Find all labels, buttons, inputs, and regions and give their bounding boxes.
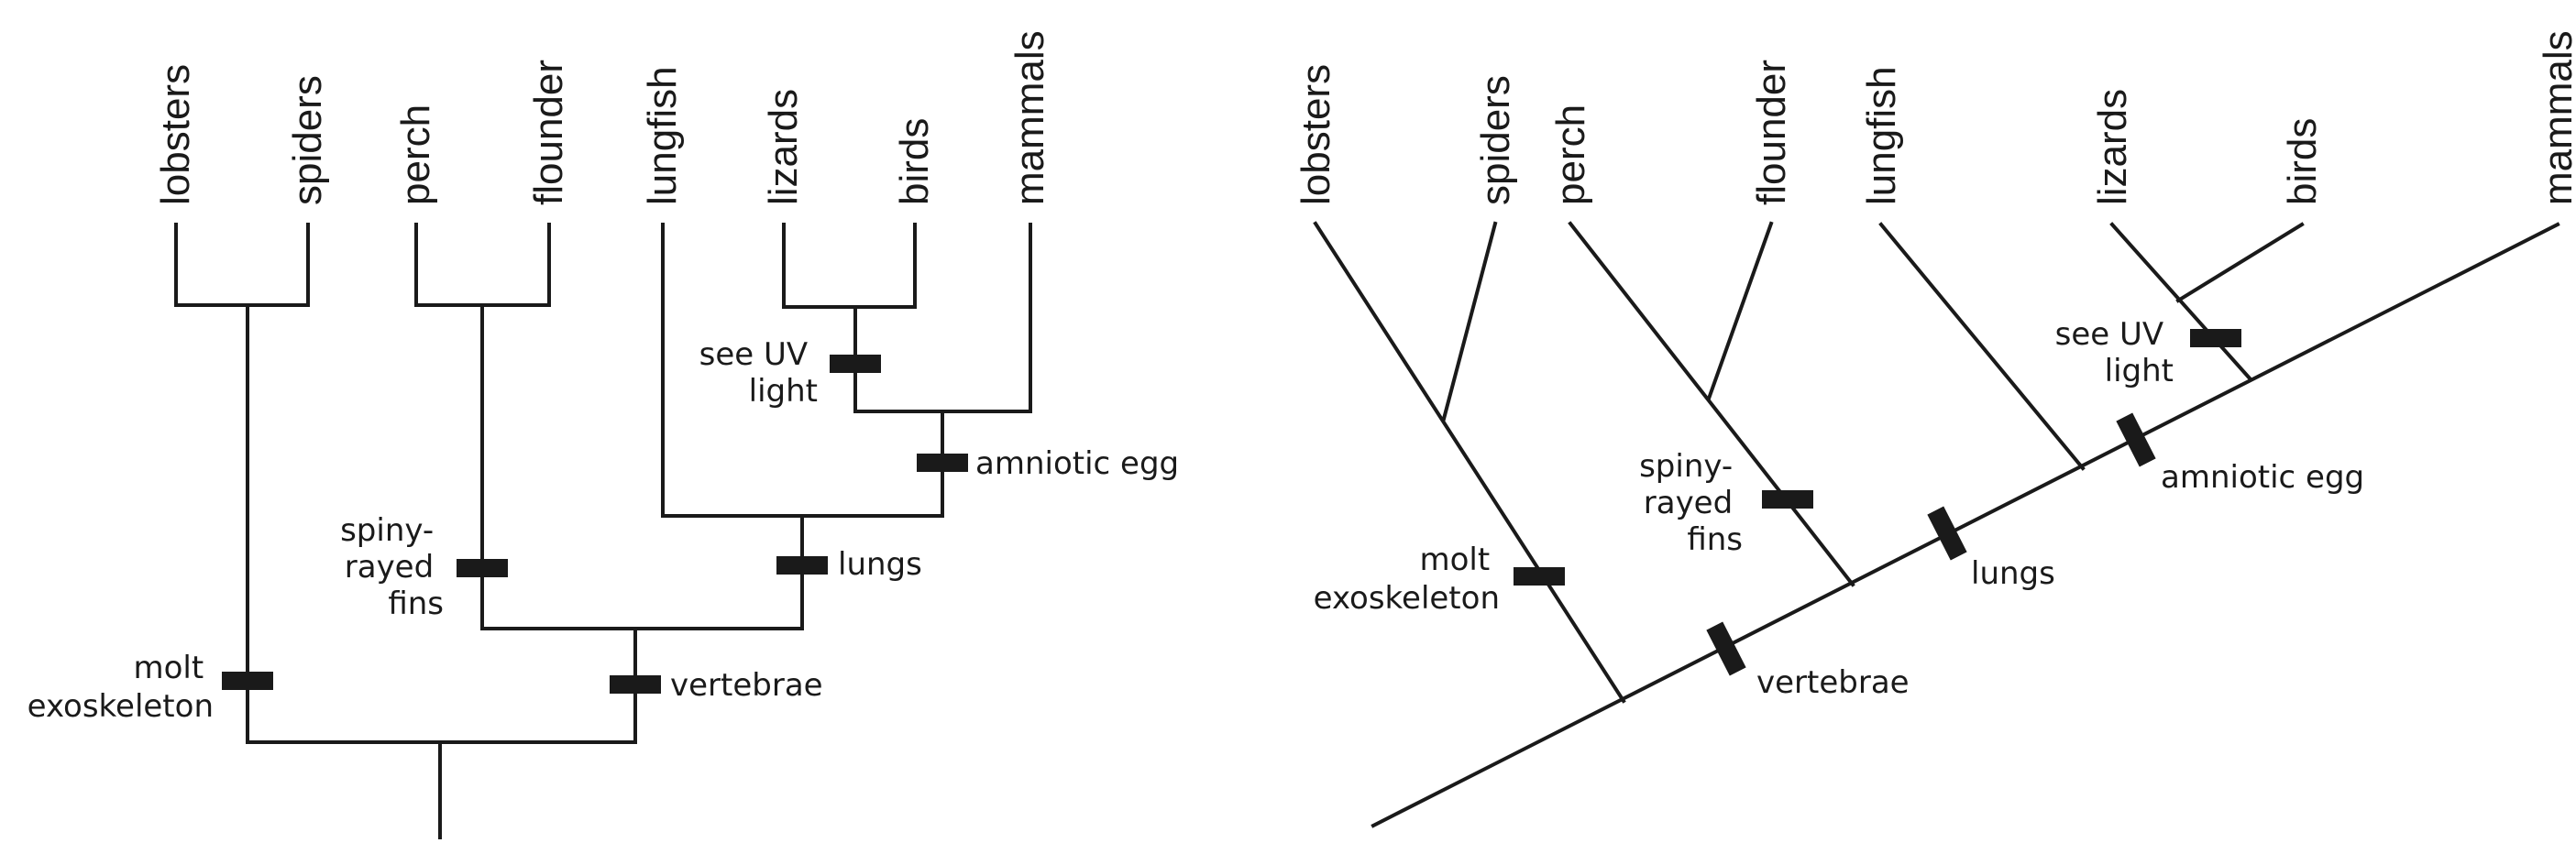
trait-label-molt-exoskeleton: molt exoskeleton [28,650,214,725]
taxon-label-birds: birds [2280,118,2325,205]
branch-uv-mammals [853,223,1032,413]
branch-spiders [1441,221,1498,422]
branch-lobsters-spiders [174,223,310,307]
trait-label-line: spiny- [340,512,434,549]
trait-label-line: rayed [345,549,434,586]
trait-label-line: molt [1419,542,1490,578]
diagonal-cladogram: lobsters spiders perch flounder lungfish… [1294,30,2576,828]
trait-bar-lungs [776,556,828,575]
trait-label-line: molt [133,650,204,686]
branch-birds [2175,222,2305,303]
trait-label-vertebrae: vertebrae [670,667,823,704]
trait-label-line: exoskeleton [28,688,214,725]
rectangular-cladogram: lobsters spiders perch flounder lungfish… [28,30,1179,839]
taxon-label-lobsters: lobsters [1294,64,1338,205]
taxon-label-lungfish: lungfish [1859,66,1904,205]
trait-bar-spiny-rayed-fins [1762,490,1813,509]
trait-label-amniotic-egg: amniotic egg [975,445,1179,482]
trait-label-lungs: lungs [1971,555,2055,592]
branch-lizards-birds [782,223,917,309]
trait-label-see-uv-light: see UV light [2055,316,2174,389]
taxon-label-spiders: spiders [1473,75,1518,205]
branch-lizards [2109,222,2253,382]
trait-label-molt-exoskeleton: molt exoskeleton [1314,542,1500,617]
taxon-label-mammals: mammals [1007,30,1052,205]
branch-lungfish-amniotes [661,223,944,518]
trait-label-line: spiny- [1639,448,1733,485]
taxon-label-mammals: mammals [2536,30,2576,205]
trait-label-see-uv-light: see UV light [699,336,818,410]
trait-bar-vertebrae [1706,621,1746,676]
trait-bar-molt-exoskeleton [1514,567,1565,586]
taxon-label-lizards: lizards [2090,89,2135,205]
trait-bar-amniotic-egg [2116,412,2156,467]
trait-label-spiny-rayed-fins: spiny- rayed fins [1639,448,1743,558]
taxon-label-lobsters: lobsters [153,64,198,205]
taxon-label-perch: perch [1548,104,1593,205]
branch-flounder [1706,221,1774,401]
trait-label-lungs: lungs [838,546,922,583]
trait-label-line: see UV [2055,316,2164,353]
trait-label-spiny-rayed-fins: spiny- rayed fins [340,512,444,622]
branch-main-diagonal [1371,222,2560,828]
trait-label-line: exoskeleton [1314,580,1500,617]
branch-lobsters [1313,221,1626,704]
taxon-label-spiders: spiders [285,75,330,205]
taxon-label-perch: perch [393,104,438,205]
trait-label-line: light [2105,353,2174,389]
taxon-label-lizards: lizards [761,89,806,205]
trait-label-line: light [749,373,818,410]
trait-bar-vertebrae [610,675,661,694]
trait-bar-lungs [1927,506,1967,561]
trait-label-amniotic-egg: amniotic egg [2161,459,2364,496]
trait-label-line: rayed [1644,485,1733,521]
trait-bar-see-uv-light [2190,329,2241,347]
trait-bar-amniotic-egg [917,454,968,472]
taxon-label-flounder: flounder [526,60,571,205]
trait-label-line: fins [388,586,444,622]
branch-perch-flounder [414,223,551,307]
trait-bar-molt-exoskeleton [222,672,273,690]
trait-label-vertebrae: vertebrae [1756,664,1910,701]
trait-bar-see-uv-light [830,355,881,373]
taxon-label-flounder: flounder [1749,60,1794,205]
trait-bar-spiny-rayed-fins [457,559,508,577]
taxon-label-birds: birds [892,118,937,205]
trait-label-line: fins [1687,521,1743,558]
branch-perch [1568,221,1855,587]
branch-lungfish [1878,222,2086,471]
taxon-label-lungfish: lungfish [640,66,685,205]
trait-label-line: see UV [699,336,809,373]
